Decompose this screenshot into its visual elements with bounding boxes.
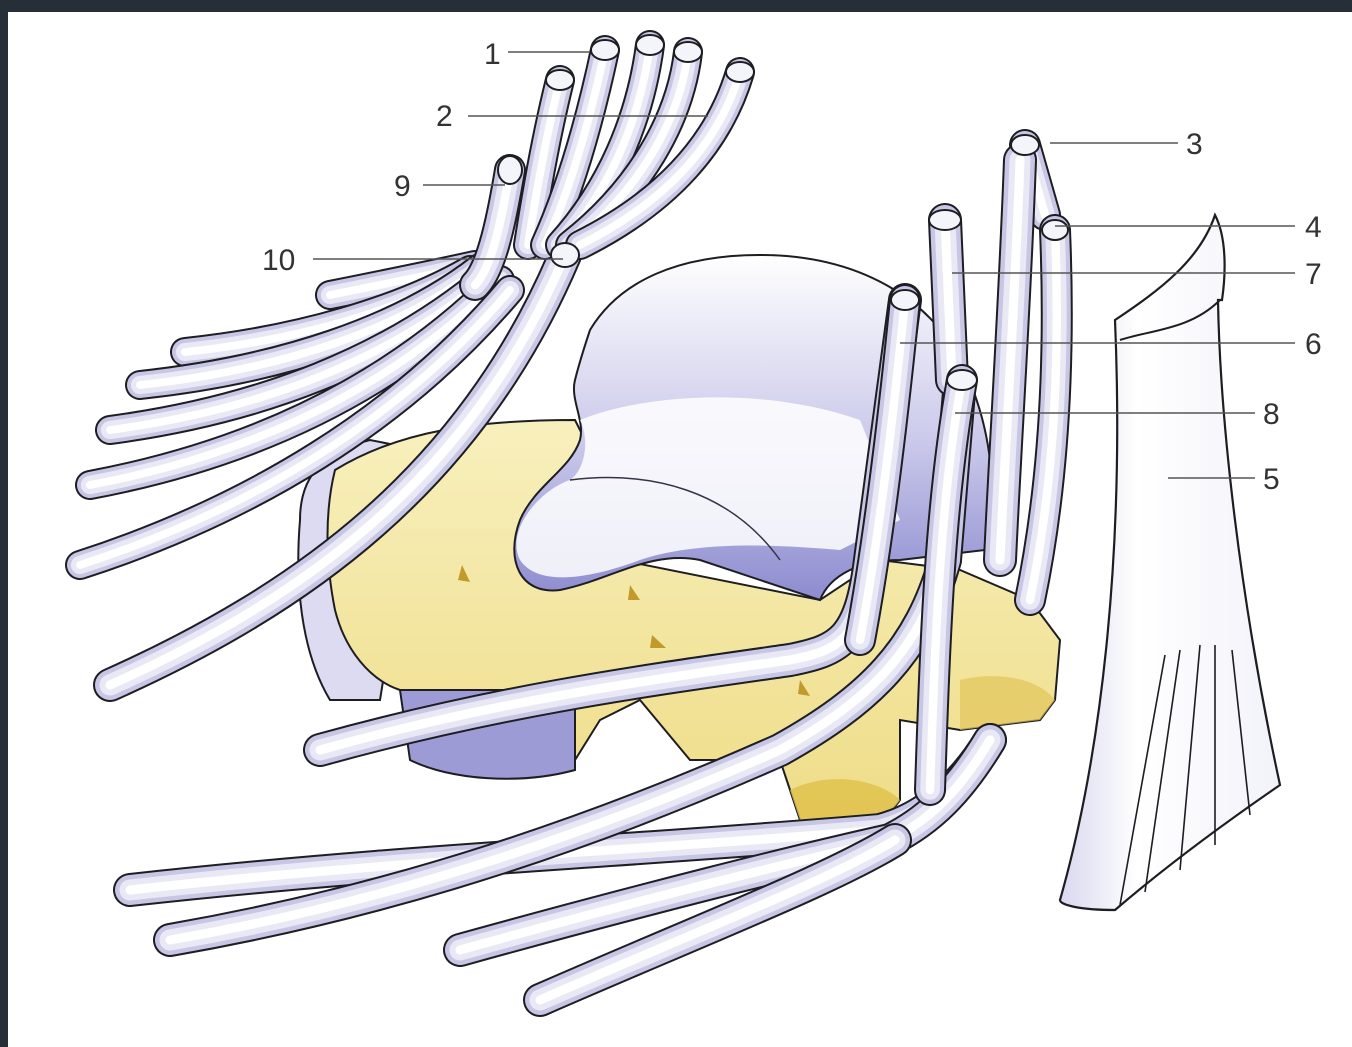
label-4: 4 bbox=[1305, 211, 1322, 244]
label-8: 8 bbox=[1263, 398, 1280, 431]
label-10: 10 bbox=[262, 244, 295, 277]
tendon-end-cap bbox=[947, 370, 977, 390]
tendon-end-cap bbox=[674, 42, 702, 62]
tendon-end-cap bbox=[929, 210, 961, 230]
label-1: 1 bbox=[484, 38, 501, 71]
tendon-7 bbox=[945, 220, 952, 380]
tendon-end-cap bbox=[546, 70, 574, 90]
tendon-end-cap bbox=[551, 243, 579, 267]
tendon-4 bbox=[1030, 230, 1057, 600]
label-2: 2 bbox=[436, 100, 453, 133]
label-7: 7 bbox=[1305, 258, 1322, 291]
tendon-end-cap bbox=[1011, 135, 1039, 155]
tendon-end-cap bbox=[498, 156, 522, 184]
tendon-end-cap bbox=[1042, 220, 1068, 240]
tendon-end-cap bbox=[726, 62, 754, 82]
fan-tendon bbox=[1060, 215, 1280, 910]
label-5: 5 bbox=[1263, 463, 1280, 496]
tendon-3-body bbox=[1000, 160, 1020, 560]
label-9: 9 bbox=[394, 170, 411, 203]
tendon-end-cap bbox=[591, 40, 619, 60]
label-6: 6 bbox=[1305, 328, 1322, 361]
tendon-end-cap bbox=[891, 290, 919, 310]
tendon-end-cap bbox=[636, 35, 664, 55]
label-3: 3 bbox=[1186, 128, 1203, 161]
